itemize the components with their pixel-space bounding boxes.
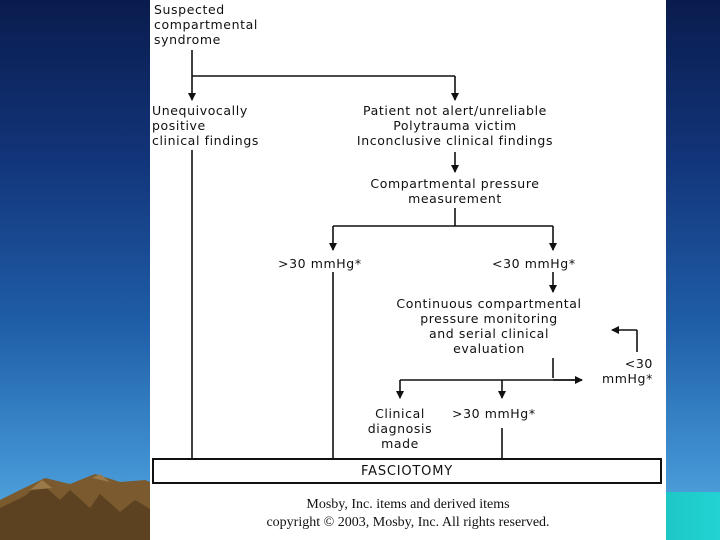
pressure-measurement-label: Compartmental pressure measurement — [338, 176, 572, 206]
clinical-diagnosis-label: Clinical diagnosis made — [350, 406, 450, 451]
mountain-decoration — [0, 460, 160, 540]
under-30-loop-label: <30 mmHg* — [602, 356, 653, 386]
fasciotomy-box: FASCIOTOMY — [152, 458, 662, 484]
copyright-notice: Mosby, Inc. items and derived items copy… — [150, 496, 666, 532]
over-30-second-label: >30 mmHg* — [452, 406, 536, 421]
slide-panel: Suspected compartmental syndrome Unequiv… — [150, 0, 666, 540]
copyright-line-2: copyright © 2003, Mosby, Inc. All rights… — [150, 514, 666, 532]
under-30-label: <30 mmHg* — [492, 256, 576, 271]
continuous-monitoring-label: Continuous compartmental pressure monito… — [372, 296, 606, 356]
over-30-label: >30 mmHg* — [278, 256, 362, 271]
start-node-label: Suspected compartmental syndrome — [154, 2, 258, 47]
unreliable-patient-label: Patient not alert/unreliable Polytrauma … — [322, 103, 588, 148]
fasciotomy-label: FASCIOTOMY — [361, 464, 453, 479]
copyright-line-1: Mosby, Inc. items and derived items — [150, 496, 666, 514]
positive-findings-label: Unequivocally positive clinical findings — [152, 103, 259, 148]
